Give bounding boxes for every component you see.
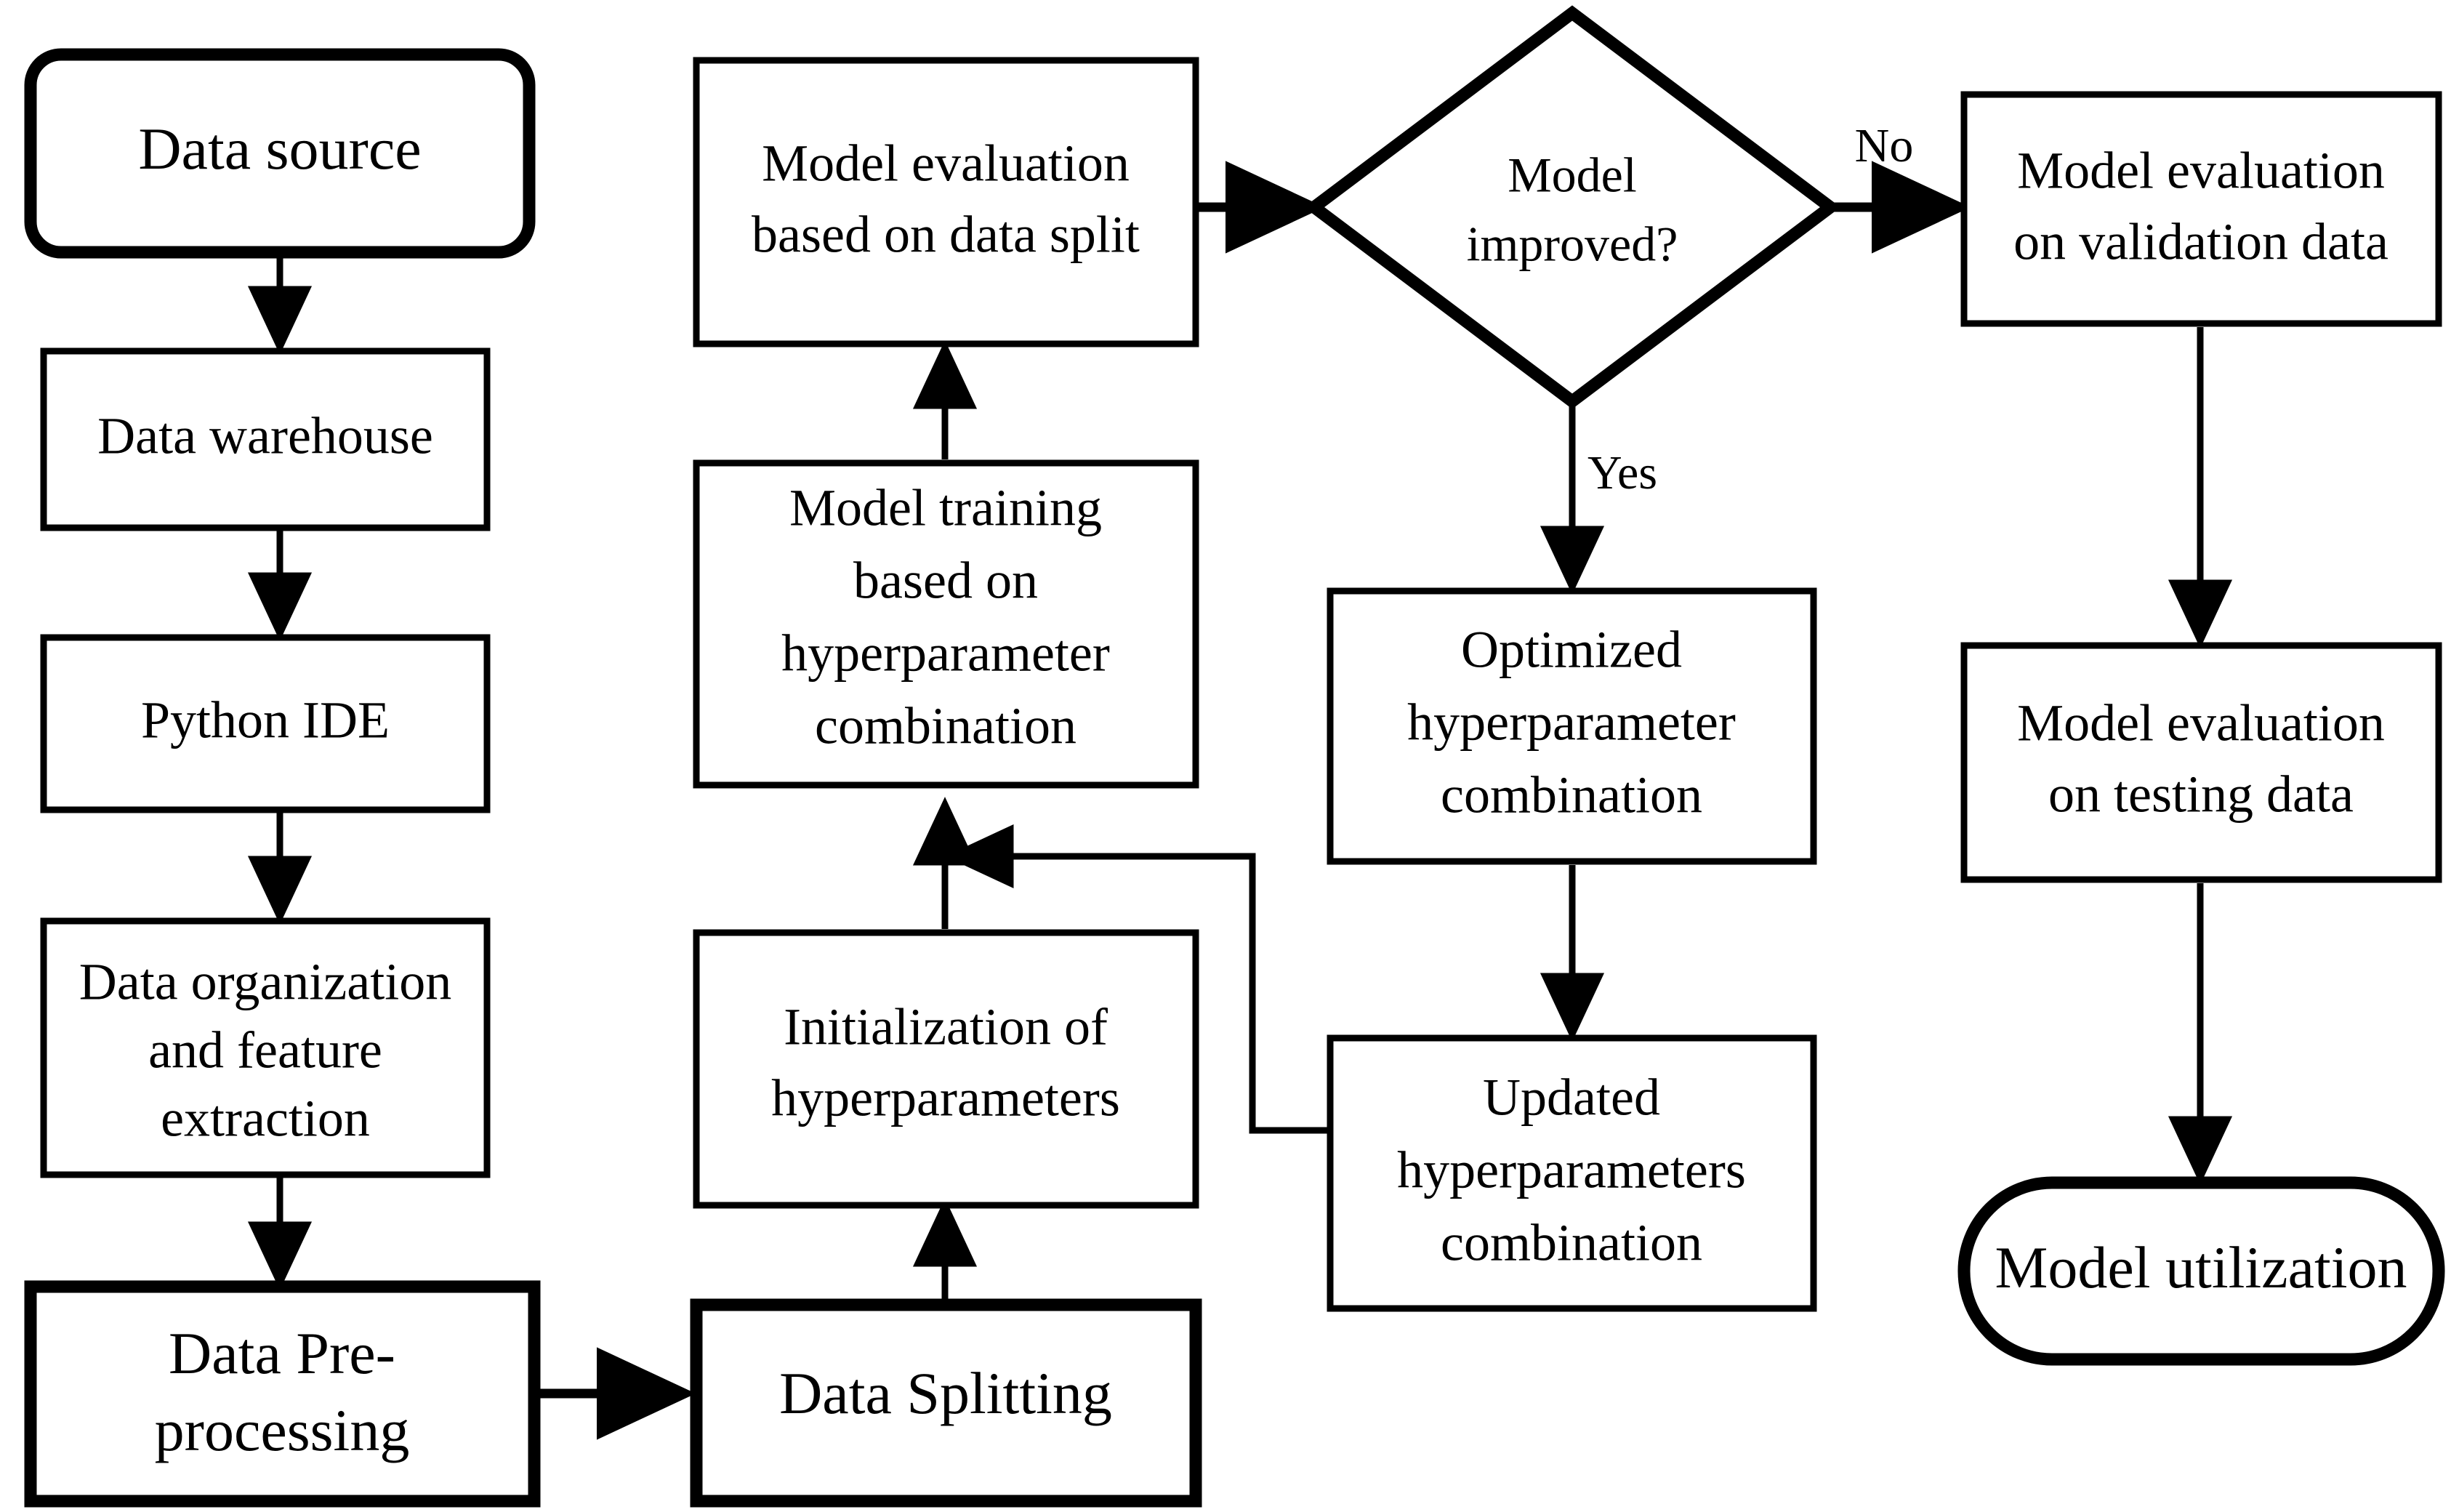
model-utilization-label: Model utilization [1995, 1234, 2407, 1300]
init-hyperparams-shape[interactable] [693, 929, 1199, 1209]
node-data-warehouse[interactable]: Data warehouse [40, 347, 491, 531]
node-data-source[interactable]: Data source [24, 48, 536, 259]
node-data-preprocessing[interactable]: Data Pre- processing [24, 1280, 541, 1508]
optimized-hyperparams-label-line1: Optimized [1461, 621, 1682, 679]
model-training-label-line2: based on [853, 552, 1038, 610]
node-model-training[interactable]: Model training based on hyperparameter c… [693, 459, 1199, 789]
data-preprocessing-label-line2: processing [155, 1397, 410, 1463]
model-utilization-shape[interactable] [1957, 1176, 2445, 1366]
node-data-splitting[interactable]: Data Splitting [690, 1298, 1202, 1508]
node-model-eval-validation[interactable]: Model evaluation on validation data [1960, 91, 2442, 327]
model-eval-validation-label-line2: on validation data [2013, 213, 2388, 271]
updated-hyperparams-label-line2: hyperparameters [1397, 1141, 1746, 1199]
node-model-eval-split[interactable]: Model evaluation based on data split [693, 57, 1199, 347]
data-organization-shape[interactable] [40, 917, 491, 1178]
updated-hyperparams-shape[interactable] [1327, 1034, 1817, 1312]
model-improved-label-line2: improved? [1467, 217, 1678, 272]
optimized-hyperparams-label-line3: combination [1441, 766, 1702, 824]
edge-label-yes: Yes [1587, 446, 1657, 499]
init-hyperparams-label-line2: hyperparameters [771, 1069, 1120, 1127]
edges-layer: No Yes [247, 119, 2233, 1440]
data-warehouse-shape[interactable] [40, 347, 491, 531]
model-eval-split-label-line2: based on data split [752, 206, 1140, 264]
optimized-hyperparams-shape[interactable] [1327, 587, 1817, 865]
init-hyperparams-label-line1: Initialization of [784, 998, 1108, 1056]
node-data-organization[interactable]: Data organization and feature extraction [40, 917, 491, 1178]
model-eval-split-label-line1: Model evaluation [762, 134, 1130, 193]
node-model-eval-testing[interactable]: Model evaluation on testing data [1960, 642, 2442, 883]
edge-updated-hyperparams-to-model-training [945, 824, 1330, 1134]
model-eval-testing-shape[interactable] [1960, 642, 2442, 883]
data-preprocessing-shape[interactable] [24, 1280, 541, 1508]
data-organization-label-line2: and feature [148, 1021, 382, 1079]
data-source-shape[interactable] [24, 48, 536, 259]
data-organization-label-line3: extraction [161, 1090, 370, 1148]
model-eval-validation-label-line1: Model evaluation [2017, 142, 2385, 200]
updated-hyperparams-label-line3: combination [1441, 1214, 1702, 1272]
updated-hyperparams-label-line1: Updated [1483, 1069, 1660, 1127]
data-splitting-shape[interactable] [690, 1298, 1202, 1508]
node-model-utilization[interactable]: Model utilization [1957, 1176, 2445, 1366]
data-source-label: Data source [138, 116, 421, 182]
data-preprocessing-label-line1: Data Pre- [169, 1320, 395, 1386]
model-training-label-line3: hyperparameter [781, 624, 1110, 683]
model-eval-validation-shape[interactable] [1960, 91, 2442, 327]
node-init-hyperparams[interactable]: Initialization of hyperparameters [693, 929, 1199, 1209]
data-warehouse-label: Data warehouse [97, 407, 433, 465]
node-optimized-hyperparams[interactable]: Optimized hyperparameter combination [1327, 587, 1817, 865]
model-training-shape[interactable] [693, 459, 1199, 789]
model-improved-shape[interactable] [1303, 5, 1841, 409]
model-eval-testing-label-line1: Model evaluation [2017, 694, 2385, 752]
edge-label-no: No [1855, 119, 1914, 172]
python-ide-shape[interactable] [40, 634, 491, 813]
model-improved-label-line1: Model [1508, 148, 1637, 203]
data-splitting-label: Data Splitting [779, 1360, 1112, 1426]
data-organization-label-line1: Data organization [79, 953, 451, 1011]
model-eval-testing-label-line2: on testing data [2048, 765, 2354, 824]
node-python-ide[interactable]: Python IDE [40, 634, 491, 813]
model-eval-split-shape[interactable] [693, 57, 1199, 347]
model-training-label-line4: combination [815, 697, 1076, 755]
python-ide-label: Python IDE [141, 691, 390, 749]
node-updated-hyperparams[interactable]: Updated hyperparameters combination [1327, 1034, 1817, 1312]
optimized-hyperparams-label-line2: hyperparameter [1407, 693, 1736, 752]
model-training-label-line1: Model training [789, 479, 1102, 537]
node-model-improved[interactable]: Model improved? [1303, 5, 1841, 409]
